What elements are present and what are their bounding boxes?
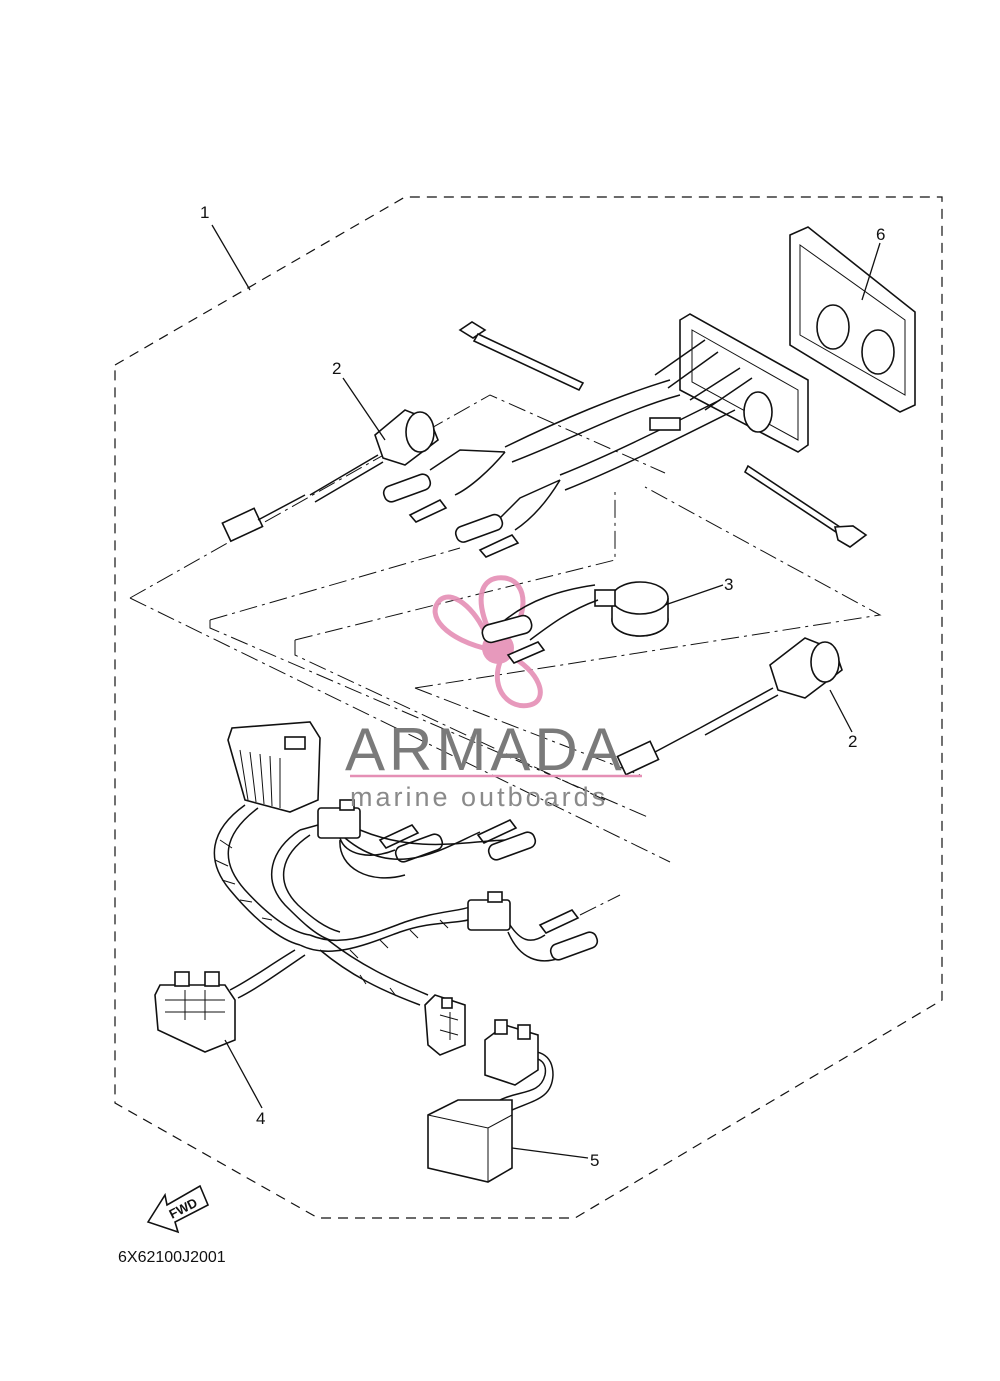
harness-plug-main (154, 971, 236, 1053)
callout-5: 5 (590, 1151, 599, 1170)
upper-harness-bundle (504, 339, 753, 491)
callout-1: 1 (200, 203, 209, 222)
main-harness (154, 721, 599, 1056)
waterproof-connector-lower (616, 637, 843, 776)
watermark-brand: ARMADA (345, 716, 626, 783)
callout-3: 3 (724, 575, 733, 594)
waterproof-connector-upper (221, 409, 439, 543)
callout-4: 4 (256, 1109, 265, 1128)
upper-branch-wires (382, 449, 561, 558)
grommet (789, 226, 916, 413)
leader-lines (211, 224, 881, 1159)
relay-module (427, 1019, 554, 1183)
cable-tie-upper (458, 321, 585, 392)
fwd-arrow-icon: FWD (146, 1184, 210, 1234)
assembly-boundary (114, 196, 943, 1219)
callout-2-upper: 2 (332, 359, 341, 378)
propeller-logo-icon (432, 575, 543, 709)
reference-lines (129, 394, 882, 916)
diagram-code: 6X62100J2001 (118, 1249, 226, 1266)
harness-plug-secondary (424, 994, 466, 1056)
cable-tie-lower (743, 464, 868, 548)
watermark-tagline: marine outboards (350, 782, 608, 812)
sensor-switch (481, 581, 669, 664)
callout-6: 6 (876, 225, 885, 244)
callout-2-lower: 2 (848, 732, 857, 751)
